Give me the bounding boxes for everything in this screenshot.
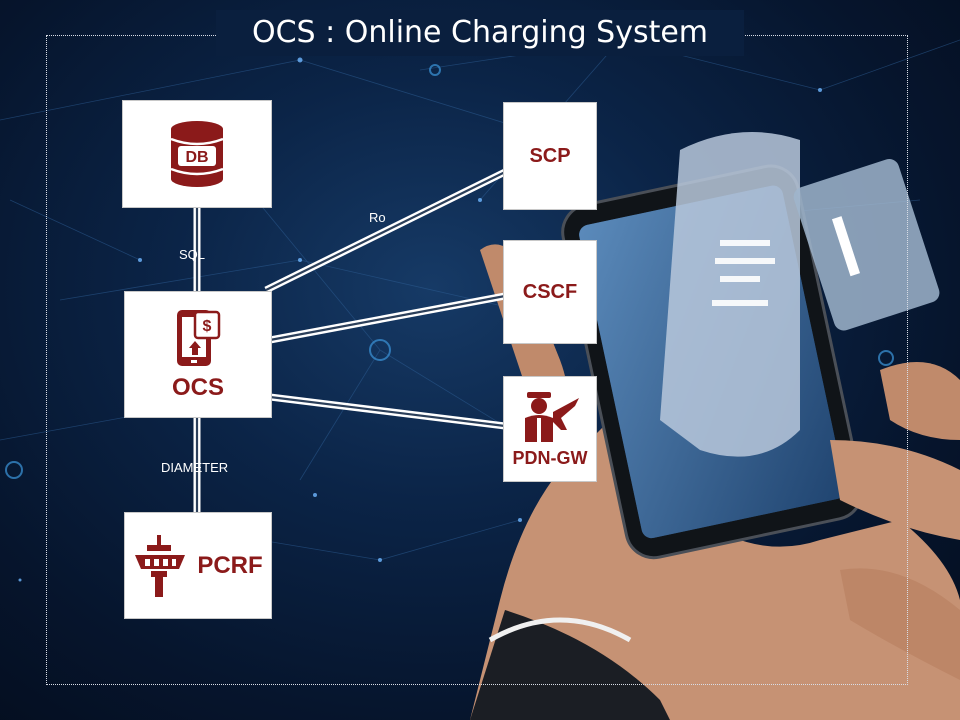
link-label-diameter: DIAMETER [161, 460, 229, 475]
node-ocs[interactable]: $ OCS [124, 291, 272, 418]
node-cscf[interactable]: CSCF [503, 240, 597, 344]
database-icon-label: DB [185, 149, 208, 166]
svg-text:$: $ [203, 318, 212, 335]
node-ocs-label: OCS [171, 373, 224, 401]
node-pdngw-label: PDN-GW [512, 447, 588, 468]
node-scp[interactable]: SCP [503, 102, 597, 210]
pilot-airplane-icon [519, 390, 581, 444]
link-label-sql: SQL [179, 247, 206, 262]
page-title: OCS : Online Charging System [216, 10, 744, 56]
control-tower-icon [133, 533, 187, 599]
mobile-payment-icon: $ [175, 308, 221, 368]
node-scp-label: SCP [529, 144, 571, 167]
node-db[interactable]: DB [122, 100, 272, 208]
link-label-ro: Ro [369, 210, 386, 225]
node-pcrf-label: PCRF [197, 551, 263, 579]
node-pdngw[interactable]: PDN-GW [503, 376, 597, 482]
node-pcrf[interactable]: PCRF [124, 512, 272, 619]
database-icon: DB [168, 119, 226, 189]
node-cscf-label: CSCF [522, 280, 578, 303]
